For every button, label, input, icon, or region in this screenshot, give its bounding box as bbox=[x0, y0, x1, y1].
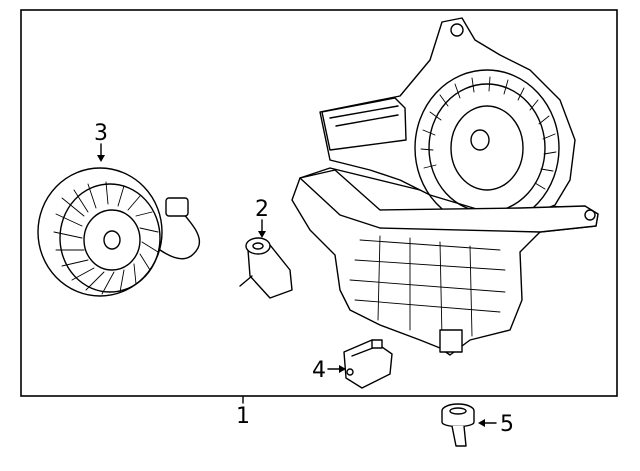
leader-5 bbox=[478, 419, 497, 427]
callout-5: 5 bbox=[500, 412, 514, 437]
callout-1: 1 bbox=[236, 404, 250, 429]
grommet-clip-icon bbox=[441, 403, 475, 447]
callout-2: 2 bbox=[255, 197, 269, 222]
callout-3: 3 bbox=[94, 121, 108, 146]
leader-4 bbox=[327, 365, 346, 373]
callout-4: 4 bbox=[312, 358, 326, 383]
resistor-sensor-icon bbox=[239, 237, 293, 299]
leader-3 bbox=[97, 143, 105, 162]
actuator-icon bbox=[343, 339, 393, 389]
hvac-housing-assembly-icon bbox=[291, 17, 599, 356]
blower-motor-icon bbox=[37, 167, 201, 297]
leader-2 bbox=[258, 219, 266, 238]
assembly-frame bbox=[20, 9, 618, 397]
